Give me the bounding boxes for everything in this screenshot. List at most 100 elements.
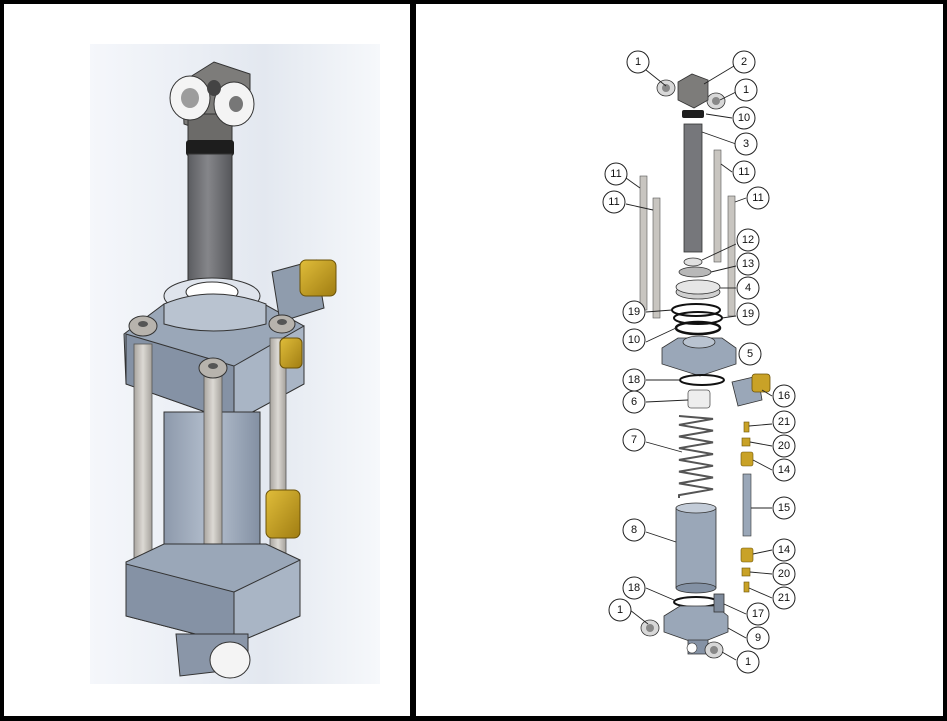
callout-1-top-right: 1 [734, 78, 758, 102]
cap-screw-heads [128, 314, 296, 379]
part-13-piston-seal [678, 266, 712, 278]
svg-text:21: 21 [778, 592, 790, 604]
part-15-tube [742, 473, 752, 537]
svg-text:1: 1 [743, 84, 749, 96]
svg-text:10: 10 [628, 334, 640, 346]
callout-14-top: 14 [772, 458, 796, 482]
svg-text:3: 3 [743, 138, 749, 150]
callout-bubbles: 1 2 1 10 3 11 11 11 11 12 13 4 19 19 10 … [602, 50, 796, 674]
callout-15: 15 [772, 496, 796, 520]
part-8-barrel [675, 502, 717, 594]
callout-19-b: 19 [736, 302, 760, 326]
callout-1-top-left: 1 [626, 50, 650, 74]
part-11-tie-rod-c [713, 149, 722, 263]
svg-text:4: 4 [745, 282, 751, 294]
callout-2: 2 [732, 50, 756, 74]
piston-rod [187, 153, 233, 293]
part-1-bearing-bottom-right [704, 641, 724, 659]
svg-text:18: 18 [628, 582, 640, 594]
part-14-nut-top [740, 451, 754, 467]
jam-nut [186, 140, 234, 156]
part-4-piston [675, 279, 721, 300]
exploded-view-illustration: 1 2 1 10 3 11 11 11 11 12 13 4 19 19 10 … [602, 50, 796, 674]
svg-text:1: 1 [635, 56, 641, 68]
rod-eye-clevis [169, 61, 255, 143]
callout-17: 17 [746, 602, 770, 626]
svg-text:5: 5 [747, 348, 753, 360]
part-14-nut-bottom [740, 547, 754, 563]
part-1-bearing-bottom-left [640, 619, 660, 637]
svg-text:2: 2 [741, 56, 747, 68]
part-21-sleeve-bottom [743, 581, 750, 593]
svg-text:6: 6 [631, 396, 637, 408]
svg-text:9: 9 [755, 632, 761, 644]
part-20-ferrule-bottom [741, 567, 751, 577]
callout-4: 4 [736, 276, 760, 300]
assembled-cylinder-illustration [90, 44, 380, 684]
callout-21-bottom: 21 [772, 586, 796, 610]
svg-text:12: 12 [742, 234, 754, 246]
part-3-piston-rod [683, 123, 703, 253]
callout-18-top: 18 [622, 368, 646, 392]
svg-text:10: 10 [738, 112, 750, 124]
exploded-view-panel: 1 2 1 10 3 11 11 11 11 12 13 4 19 19 10 … [416, 4, 943, 716]
svg-text:11: 11 [752, 192, 763, 204]
callout-8: 8 [622, 518, 646, 542]
svg-text:19: 19 [742, 308, 754, 320]
part-11-tie-rod-d [727, 195, 736, 317]
assembled-view-panel [4, 4, 410, 716]
side-fitting-upper [279, 337, 303, 369]
callout-14-bottom: 14 [772, 538, 796, 562]
callout-21-top: 21 [772, 410, 796, 434]
svg-text:20: 20 [778, 440, 790, 452]
part-18-o-ring-bottom [673, 596, 719, 608]
svg-text:21: 21 [778, 416, 790, 428]
callout-3: 3 [734, 132, 758, 156]
svg-text:13: 13 [742, 258, 754, 270]
callout-10-bottom: 10 [622, 328, 646, 352]
svg-text:1: 1 [745, 656, 751, 668]
callout-19-a: 19 [622, 300, 646, 324]
part-17-fitting [713, 593, 725, 613]
part-16-elbow-fitting [731, 373, 771, 407]
svg-text:11: 11 [738, 166, 749, 178]
part-10-jam-nut [682, 110, 704, 118]
callout-6: 6 [622, 390, 646, 414]
callout-18-bottom: 18 [622, 576, 646, 600]
callout-11-c: 11 [732, 160, 756, 184]
svg-text:11: 11 [608, 196, 619, 208]
svg-text:14: 14 [778, 464, 790, 476]
svg-text:18: 18 [628, 374, 640, 386]
callout-5: 5 [738, 342, 762, 366]
svg-text:19: 19 [628, 306, 640, 318]
callout-20-top: 20 [772, 434, 796, 458]
part-20-ferrule-top [741, 437, 751, 447]
side-fitting-lower [265, 489, 301, 539]
callout-13: 13 [736, 252, 760, 276]
callout-1-bottom-right: 1 [736, 650, 760, 674]
part-12-washer [683, 257, 703, 267]
part-5-front-head [661, 335, 737, 377]
leader-lines [625, 65, 773, 661]
part-7-spring [678, 415, 714, 498]
svg-text:11: 11 [610, 168, 621, 180]
part-11-tie-rod-b [652, 197, 661, 319]
part-9-rear-cap [663, 605, 729, 655]
rear-clevis [175, 633, 251, 679]
callout-20-bottom: 20 [772, 562, 796, 586]
callout-11-b: 11 [602, 190, 626, 214]
part-1-bearing-top-right [706, 92, 726, 110]
svg-text:20: 20 [778, 568, 790, 580]
svg-text:16: 16 [778, 390, 790, 402]
svg-text:14: 14 [778, 544, 790, 556]
part-18-o-ring-top [679, 374, 725, 386]
callout-1-bottom-left: 1 [608, 598, 632, 622]
callout-11-a: 11 [604, 162, 628, 186]
part-11-tie-rod-a [639, 175, 648, 311]
callout-11-d: 11 [746, 186, 770, 210]
svg-text:15: 15 [778, 502, 790, 514]
svg-text:7: 7 [631, 434, 637, 446]
tie-rod-front-left [133, 343, 153, 575]
callout-9: 9 [746, 626, 770, 650]
